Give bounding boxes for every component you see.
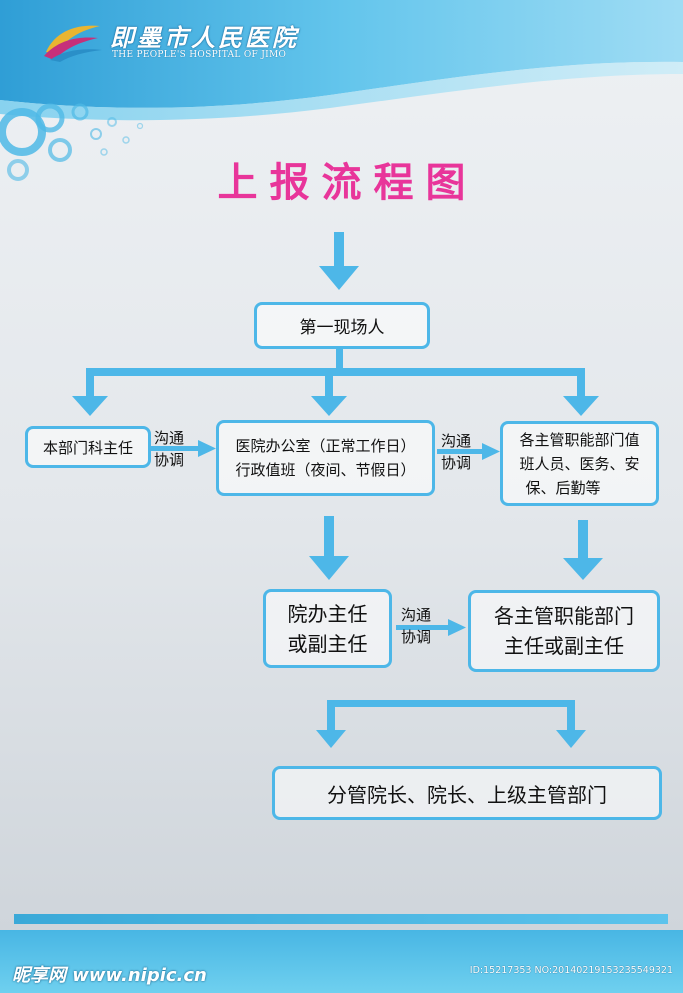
arrow-shaft <box>325 368 333 398</box>
arrow-head <box>556 730 586 748</box>
node-functional-duty-line1: 各主管职能部门值 <box>519 430 640 449</box>
bottom-decorative-strip <box>14 914 668 924</box>
node-dept-director-label: 本部门科主任 <box>42 438 133 457</box>
node-functional-duty-line3: 保、后勤等 <box>525 478 601 497</box>
node-dept-director: 本部门科主任 <box>25 426 151 468</box>
decorative-bubbles <box>0 103 144 181</box>
watermark-bar <box>0 930 683 993</box>
arrow-shaft <box>327 700 335 732</box>
watermark-site: 昵享网 www.nipic.cn <box>12 965 207 986</box>
node-leadership: 分管院长、院长、上级主管部门 <box>272 766 662 820</box>
flow-connectors <box>72 232 603 748</box>
coord-label-3-line1: 沟通 <box>401 606 432 624</box>
node-functional-director-line2: 主任或副主任 <box>504 634 624 658</box>
hospital-name-english: THE PEOPLE'S HOSPITAL OF JIMO <box>112 50 287 60</box>
arrow-shaft <box>86 368 94 398</box>
hospital-logo-icon <box>44 25 102 62</box>
coord-label-2-line2: 协调 <box>441 454 472 472</box>
arrow-head <box>309 556 349 580</box>
arrow-head <box>482 443 500 460</box>
header-wave-band <box>0 0 683 121</box>
coord-label-2-line1: 沟通 <box>441 432 472 450</box>
coord-label-1-line2: 协调 <box>154 451 185 469</box>
node-office-director: 院办主任 或副主任 <box>263 589 392 668</box>
node-office-director-line1: 院办主任 <box>287 601 368 626</box>
connector-bar <box>327 700 575 707</box>
page-title: 上报流程图 <box>217 159 478 206</box>
arrow-head <box>319 266 359 290</box>
node-hospital-office-line1: 医院办公室（正常工作日） <box>235 437 416 455</box>
coord-label-1-line1: 沟通 <box>154 429 185 447</box>
node-leadership-label: 分管院长、院长、上级主管部门 <box>327 782 607 807</box>
node-functional-director: 各主管职能部门 主任或副主任 <box>468 590 660 672</box>
coord-label-2: 沟通 协调 <box>441 430 471 474</box>
node-hospital-office: 医院办公室（正常工作日） 行政值班（夜间、节假日） <box>216 420 435 496</box>
node-first-scene: 第一现场人 <box>254 302 430 349</box>
arrow-shaft <box>578 520 588 562</box>
coord-label-3-line2: 协调 <box>401 628 432 646</box>
coord-label-3: 沟通 协调 <box>401 604 431 648</box>
arrow-head <box>448 619 466 636</box>
node-functional-director-line1: 各主管职能部门 <box>494 604 634 628</box>
poster-background: 即墨市人民医院 THE PEOPLE'S HOSPITAL OF JIMO 上报… <box>0 0 683 930</box>
node-hospital-office-line2: 行政值班（夜间、节假日） <box>235 461 416 479</box>
node-first-scene-label: 第一现场人 <box>299 318 385 338</box>
connector-stem <box>336 346 343 371</box>
arrow-head <box>563 396 599 416</box>
coord-label-1: 沟通 协调 <box>154 427 184 471</box>
arrow-shaft <box>437 449 484 454</box>
arrow-head <box>316 730 346 748</box>
arrow-head <box>72 396 108 416</box>
hospital-name: 即墨市人民医院 <box>110 23 299 52</box>
arrow-shaft <box>396 625 450 630</box>
arrow-shaft <box>567 700 575 732</box>
arrow-shaft <box>577 368 585 398</box>
watermark-id: ID:15217353 NO:20140219153235549321 <box>469 965 673 976</box>
arrow-shaft <box>324 516 334 560</box>
arrow-head <box>563 558 603 580</box>
node-functional-duty-line2: 班人员、医务、安 <box>519 454 640 473</box>
arrow-shaft <box>150 446 200 451</box>
node-office-director-line2: 或副主任 <box>287 631 368 656</box>
connector-bar <box>88 368 585 376</box>
arrow-head <box>198 440 216 457</box>
arrow-head <box>311 396 347 416</box>
node-functional-duty: 各主管职能部门值 班人员、医务、安 保、后勤等 <box>500 421 659 506</box>
arrow-shaft <box>334 232 344 270</box>
